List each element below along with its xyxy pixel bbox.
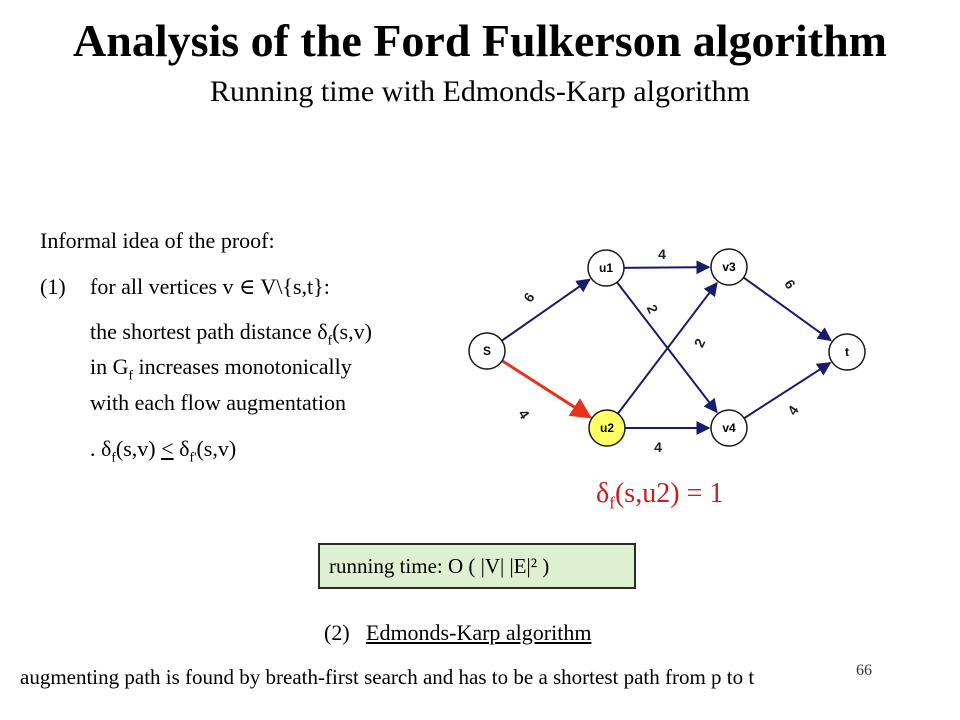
- ineq-right-sub: f': [189, 449, 197, 465]
- edge-v4-t: [743, 361, 832, 420]
- para-line-1-text: the shortest path distance δ: [90, 319, 328, 344]
- edge-capacity-u1-v3: 4: [658, 246, 666, 262]
- slide-title: Analysis of the Ford Fulkerson algorithm: [73, 15, 887, 66]
- shortest-distance-result: δf(s,u2) = 1: [596, 478, 723, 514]
- para-line-1-post: (s,v): [332, 319, 372, 344]
- node-label-u2: u2: [600, 421, 614, 435]
- node-u2: [588, 409, 626, 447]
- result-sub: f: [609, 493, 615, 513]
- node-u1: [587, 249, 625, 287]
- item1-paragraph: the shortest path distance δf(s,v) in Gf…: [90, 318, 372, 416]
- edge-capacity-s-u1: 6: [520, 289, 538, 305]
- ineq-right-post: (s,v): [196, 436, 237, 461]
- node-label-v3: v3: [722, 260, 736, 274]
- edge-v3-t: [743, 276, 832, 342]
- monotonicity-inequality: . δf(s,v) < δf'(s,v): [90, 436, 236, 465]
- node-label-v4: v4: [722, 421, 736, 435]
- edge-u2-v3: [617, 281, 718, 415]
- para-line-2-sub: f: [128, 367, 134, 383]
- flow-network-graph: 6 4 4 2 2 4 6 4 Su1 u2 v3 v4 t: [468, 246, 866, 455]
- result-delta: δ: [596, 478, 610, 509]
- edge-s-u2: [501, 359, 592, 419]
- edge-capacity-u2-v3: 2: [691, 336, 709, 350]
- node-label-s: S: [483, 344, 491, 358]
- item1-number: (1): [40, 274, 66, 299]
- edge-u1-v3: [623, 260, 711, 275]
- para-line-1: the shortest path distance δf(s,v): [90, 318, 372, 353]
- edge-capacity-u1-v4: 2: [644, 302, 662, 316]
- ineq-left-sub: f: [111, 449, 116, 465]
- ineq-left-post: (s,v): [115, 436, 162, 461]
- item2-number: (2): [324, 620, 350, 645]
- edge-s-u1: [501, 278, 591, 342]
- para-line-2-post: increases monotonically: [133, 354, 352, 380]
- edge-capacity-v4-t: 4: [784, 402, 802, 418]
- node-v3: [710, 248, 748, 286]
- node-label-t: t: [845, 345, 849, 359]
- running-time-box: running time: O ( |V| |E|² ): [318, 543, 636, 589]
- edge-capacity-v3-t: 6: [781, 276, 799, 292]
- edge-u1-v4: [616, 281, 718, 414]
- footer-note: augmenting path is found by breath-first…: [20, 665, 755, 689]
- node-v4: [710, 409, 748, 447]
- slide-subtitle: Running time with Edmonds-Karp algorithm: [210, 75, 750, 108]
- para-line-1-sub: f: [327, 332, 333, 348]
- node-t: [828, 333, 866, 371]
- result-value: (s,u2) = 1: [614, 478, 724, 509]
- edge-capacity-u2-v4: 4: [654, 439, 662, 455]
- ineq-operator: <: [161, 436, 174, 461]
- proof-intro: Informal idea of the proof:: [40, 228, 275, 253]
- para-line-2: in Gf increases monotonically: [90, 353, 372, 388]
- item1-text: for all vertices v ∈ V\{s,t}:: [90, 274, 330, 299]
- ineq-right: δ: [173, 436, 190, 461]
- ineq-left: . δ: [90, 436, 112, 461]
- node-s: [468, 332, 506, 370]
- page-number: 66: [856, 662, 872, 679]
- para-line-3: with each flow augmentation: [90, 389, 346, 415]
- running-time-text: running time: O ( |V| |E|² ): [329, 554, 550, 578]
- edge-capacity-s-u2: 4: [515, 406, 533, 422]
- para-line-2-text: in G: [90, 354, 129, 380]
- node-label-u1: u1: [599, 261, 613, 275]
- edmonds-karp-link[interactable]: Edmonds-Karp algorithm: [366, 620, 592, 645]
